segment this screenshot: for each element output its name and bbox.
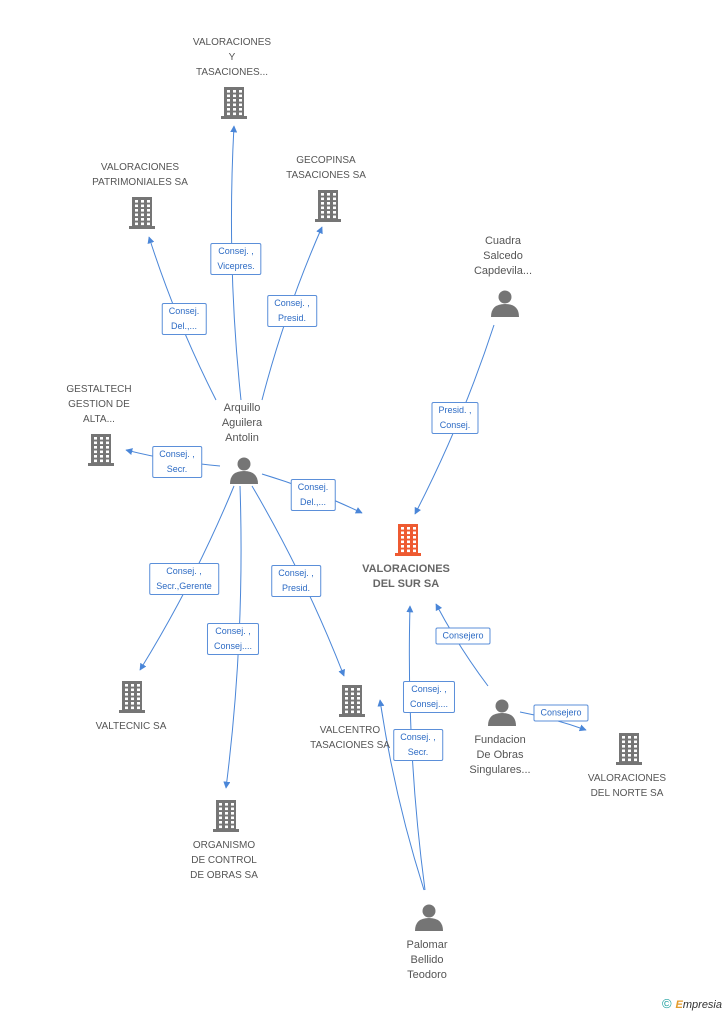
edge-label-arquillo-to-gestaltech[interactable]: Consej. , Secr. (152, 446, 202, 478)
edge-label-arquillo-to-valtecnic[interactable]: Consej. , Secr.,Gerente (149, 563, 219, 595)
edge-label-arquillo-to-valoraciones-patrimoniales[interactable]: Consej. Del.,... (161, 303, 207, 335)
edge-label-arquillo-to-valoraciones-y-tasaciones[interactable]: Consej. , Vicepres. (210, 243, 262, 275)
node-label-valoraciones-patrimoniales[interactable]: VALORACIONES PATRIMONIALES SA (92, 162, 188, 188)
building-icon-valoraciones-patrimoniales[interactable] (129, 197, 155, 229)
node-label-valoraciones-del-sur[interactable]: VALORACIONES DEL SUR SA (362, 563, 450, 590)
node-label-palomar[interactable]: Palomar Bellido Teodoro (406, 939, 448, 981)
building-icon-organismo[interactable] (213, 800, 239, 832)
building-icon-gecopinsa[interactable] (315, 190, 341, 222)
building-icon-valoraciones-del-sur[interactable] (395, 524, 421, 556)
node-label-organismo[interactable]: ORGANISMO DE CONTROL DE OBRAS SA (190, 840, 258, 881)
person-icon-fundacion[interactable] (488, 699, 516, 727)
brand-logo: ©Empresia (661, 996, 722, 1011)
building-icon-gestaltech[interactable] (88, 434, 114, 466)
node-label-cuadra-salcedo[interactable]: Cuadra Salcedo Capdevila... (473, 235, 533, 277)
copyright-icon: © (661, 996, 672, 1011)
edge-label-fundacion-to-valoraciones-del-sur[interactable]: Consejero (435, 627, 491, 645)
edge-label-arquillo-to-organismo[interactable]: Consej. , Consej.... (206, 623, 260, 655)
person-icon-arquillo[interactable] (230, 457, 258, 485)
building-icon-valoraciones-del-norte[interactable] (616, 733, 642, 765)
node-label-valoraciones-del-norte[interactable]: VALORACIONES DEL NORTE SA (587, 773, 667, 799)
person-icon-cuadra-salcedo[interactable] (491, 290, 519, 318)
building-icon-valtecnic[interactable] (119, 681, 145, 713)
edge-label-palomar-to-valcentro[interactable]: Consej. , Consej.... (402, 681, 456, 713)
person-icon-palomar[interactable] (415, 904, 443, 932)
node-label-valcentro[interactable]: VALCENTRO TASACIONES SA (310, 725, 390, 751)
edge-label-fundacion-to-valoraciones-del-norte[interactable]: Consejero (533, 704, 589, 722)
node-label-fundacion[interactable]: Fundacion De Obras Singulares... (469, 734, 531, 776)
edge-fundacion-to-valoraciones-del-sur (435, 603, 489, 687)
edge-label-arquillo-to-valoraciones-del-sur[interactable]: Consej. Del.,... (290, 479, 336, 511)
building-icon-valoraciones-y-tasaciones[interactable] (221, 87, 247, 119)
building-icon-valcentro[interactable] (339, 685, 365, 717)
edge-label-cuadra-salcedo-to-valoraciones-del-sur[interactable]: Presid. , Consej. (431, 402, 479, 434)
node-label-valtecnic[interactable]: VALTECNIC SA (95, 721, 167, 732)
node-label-valoraciones-y-tasaciones[interactable]: VALORACIONES Y TASACIONES... (192, 37, 272, 78)
node-label-arquillo[interactable]: Arquillo Aguilera Antolin (221, 402, 263, 444)
edge-label-arquillo-to-valcentro[interactable]: Consej. , Presid. (271, 565, 321, 597)
edge-palomar-to-valcentro (377, 699, 425, 891)
edge-label-palomar-to-valoraciones-del-sur[interactable]: Consej. , Secr. (393, 729, 443, 761)
node-label-gecopinsa[interactable]: GECOPINSA TASACIONES SA (286, 155, 366, 181)
edge-label-arquillo-to-gecopinsa[interactable]: Consej. , Presid. (267, 295, 317, 327)
node-label-gestaltech[interactable]: GESTALTECH GESTION DE ALTA... (66, 384, 132, 425)
